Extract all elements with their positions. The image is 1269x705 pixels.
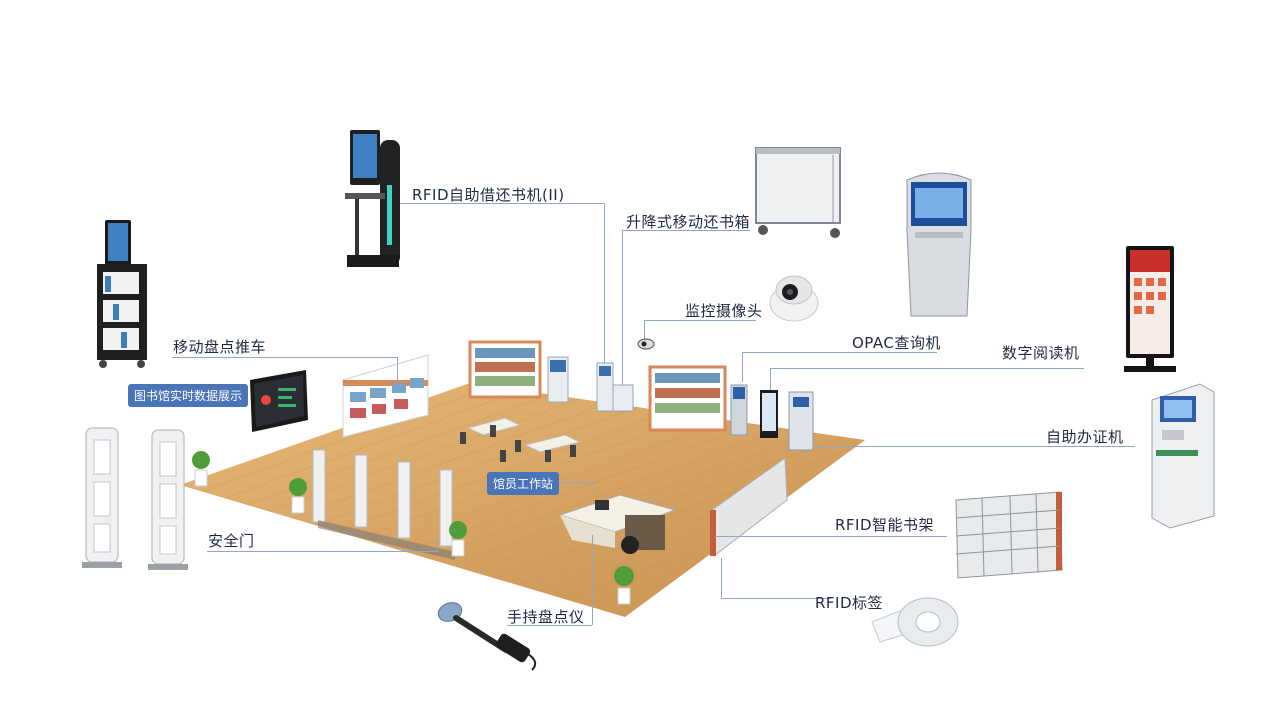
label-digital-reader: 数字阅读机 xyxy=(1002,344,1080,362)
label-realtime-display: 图书馆实时数据展示 xyxy=(128,384,249,407)
rfid-self-service-machine-image xyxy=(345,130,400,267)
floor-return-box xyxy=(612,384,634,412)
rfid-tag-roll-image xyxy=(871,597,959,647)
back-bookshelf-left xyxy=(342,354,429,438)
label-staff-station: 馆员工作站 xyxy=(487,472,560,495)
self-card-machine-image xyxy=(1151,383,1215,529)
back-bookshelf-right xyxy=(648,365,727,432)
realtime-data-display-image xyxy=(250,370,308,432)
digital-reading-machine-image xyxy=(1124,246,1176,372)
floor-camera-icon xyxy=(637,338,655,350)
handheld-scanner-image xyxy=(437,602,537,671)
label-rfid-tag: RFID标签 xyxy=(815,594,884,612)
label-camera: 监控摄像头 xyxy=(685,302,763,320)
label-rfid-smart-shelf: RFID智能书架 xyxy=(835,516,935,534)
reading-tables xyxy=(460,417,582,462)
label-self-card-machine: 自助办证机 xyxy=(1046,428,1124,446)
label-handheld-scanner: 手持盘点仪 xyxy=(507,608,585,626)
floor-security-gates xyxy=(312,449,453,547)
surveillance-camera-image xyxy=(769,275,819,322)
staff-desk xyxy=(558,494,677,554)
label-security-gate: 安全门 xyxy=(208,532,255,550)
rfid-smart-shelf-image xyxy=(955,491,1063,579)
label-mobile-cart: 移动盘点推车 xyxy=(173,338,267,356)
opac-kiosk-image xyxy=(906,172,972,317)
back-bookshelf-center xyxy=(468,340,542,399)
mobile-inventory-cart-image xyxy=(97,220,147,368)
lift-return-box-image xyxy=(755,147,841,238)
floor-plants xyxy=(192,451,634,605)
label-rfid-self-service: RFID自助借还书机(II) xyxy=(412,186,565,204)
label-lift-return-box: 升降式移动还书箱 xyxy=(626,213,751,231)
security-gate-image xyxy=(82,427,188,570)
label-opac: OPAC查询机 xyxy=(852,334,941,352)
